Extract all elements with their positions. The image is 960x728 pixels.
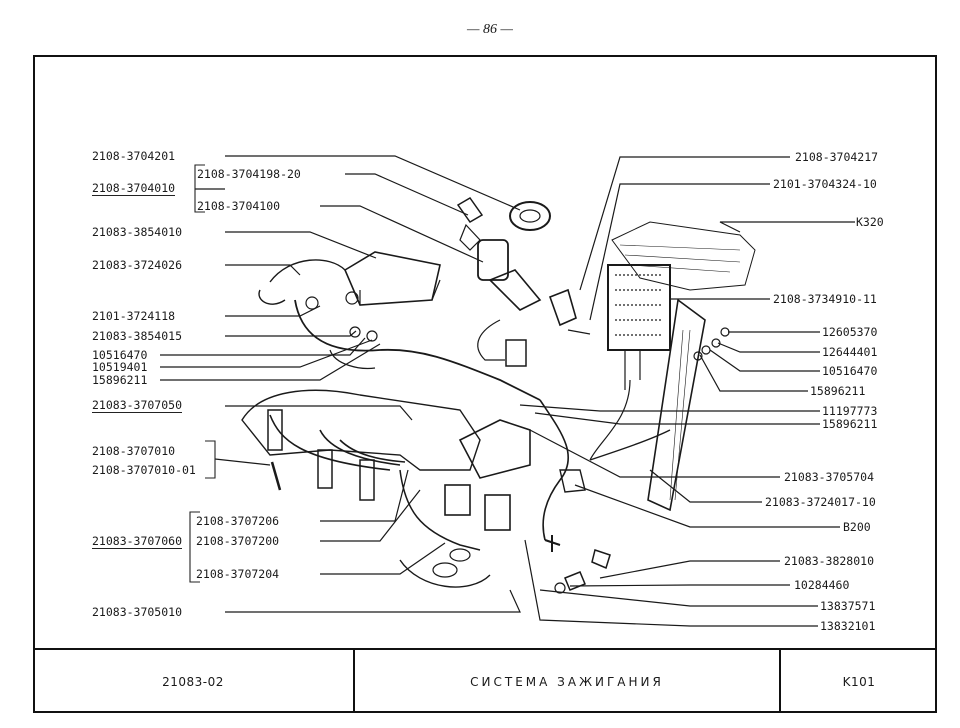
part-label-right: 13837571: [820, 599, 876, 613]
part-label-left: 2108-3704201: [92, 149, 176, 163]
part-label-right: 10284460: [794, 578, 850, 592]
part-label-left: 21083-3707060: [92, 534, 183, 549]
footer-code-cell: K101: [781, 648, 937, 713]
part-label-left: 2108-3707010: [92, 444, 176, 458]
part-label-right: 15896211: [810, 384, 866, 398]
footer-model: 21083-02: [162, 674, 224, 689]
part-label-right: 2108-3734910-11: [773, 292, 877, 306]
part-label-left: 2108-3707200: [196, 534, 280, 548]
part-label-right: 21083-3705704: [784, 470, 875, 484]
footer-model-cell: 21083-02: [33, 648, 355, 713]
part-label-right: 2101-3704324-10: [773, 177, 877, 191]
footer-code: K101: [842, 674, 876, 689]
part-label-left: 21083-3724026: [92, 258, 183, 272]
part-label-left: 21083-3705010: [92, 605, 183, 619]
footer-title-cell: СИСТЕМА ЗАЖИГАНИЯ: [355, 648, 781, 713]
part-label-right: B200: [843, 520, 871, 534]
part-label-left: 10519401: [92, 360, 148, 374]
part-label-left: 2108-3707010-01: [92, 463, 196, 477]
bracket-lock-group: [194, 164, 205, 213]
part-label-left: 2108-3704100: [197, 199, 281, 213]
part-label-left: 21083-3707050: [92, 398, 183, 413]
part-label-left: 2108-3707206: [196, 514, 280, 528]
part-label-right: 11197773: [822, 404, 878, 418]
part-label-left: 2108-3704198-20: [197, 167, 301, 181]
bracket-spark-plug-group: [205, 440, 216, 479]
drawing-frame: [33, 55, 937, 713]
part-label-right: 2108-3704217: [795, 150, 879, 164]
part-label-right: K320: [856, 215, 884, 229]
part-label-right: 12605370: [822, 325, 878, 339]
part-label-right: 12644401: [822, 345, 878, 359]
part-label-right: 21083-3724017-10: [765, 495, 876, 509]
part-label-left: 2101-3724118: [92, 309, 176, 323]
part-label-left: 10516470: [92, 348, 148, 362]
part-label-right: 13832101: [820, 619, 876, 633]
part-label-left: 21083-3854015: [92, 329, 183, 343]
part-label-left: 2108-3704010: [92, 181, 176, 196]
bracket-wires-group: [189, 511, 200, 583]
part-label-left: 2108-3707204: [196, 567, 280, 581]
part-label-right: 21083-3828010: [784, 554, 875, 568]
part-label-left: 21083-3854010: [92, 225, 183, 239]
footer-title: СИСТЕМА ЗАЖИГАНИЯ: [470, 674, 664, 689]
part-label-right: 10516470: [822, 364, 878, 378]
part-label-left: 15896211: [92, 373, 148, 387]
page-number: — 86 —: [467, 22, 513, 37]
part-label-right: 15896211: [822, 417, 878, 431]
